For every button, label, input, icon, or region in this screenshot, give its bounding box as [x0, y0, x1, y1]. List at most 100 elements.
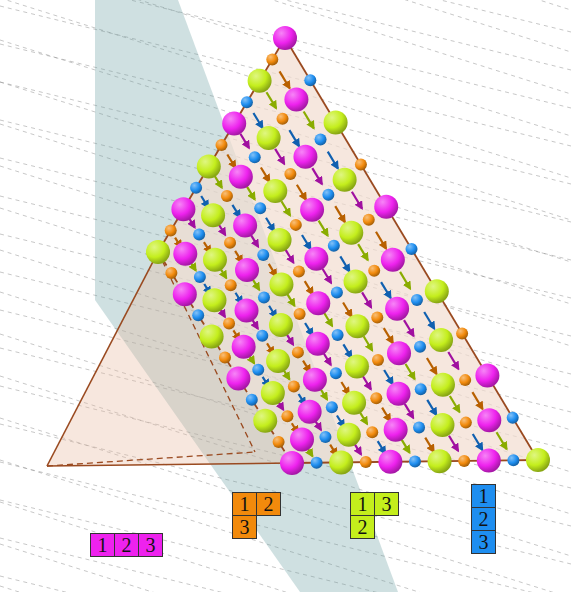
sphere [290, 427, 314, 451]
lattice-arrows [175, 71, 507, 456]
sphere [248, 69, 272, 93]
sphere [304, 74, 316, 86]
sphere [253, 409, 277, 433]
sphere [507, 454, 519, 466]
sphere [430, 413, 454, 437]
sphere [173, 242, 197, 266]
sphere [371, 311, 383, 323]
sphere [192, 309, 204, 321]
sphere [413, 421, 425, 433]
sphere [326, 401, 338, 413]
sphere [222, 112, 246, 136]
sphere [165, 267, 177, 279]
sphere [429, 328, 453, 352]
sphere [370, 392, 382, 404]
sphere [146, 240, 170, 264]
sphere [268, 228, 292, 252]
sphere [331, 286, 343, 298]
sphere [221, 190, 233, 202]
sphere [431, 373, 455, 397]
tableau-cell: 3 [232, 515, 257, 539]
sphere [241, 96, 253, 108]
sphere [223, 317, 235, 329]
sphere [273, 26, 297, 50]
sphere [328, 240, 340, 252]
sphere [303, 368, 327, 392]
sphere [201, 203, 225, 227]
sphere [257, 126, 281, 150]
sphere [249, 151, 261, 163]
sphere [254, 202, 266, 214]
sphere [292, 346, 304, 358]
sphere [322, 189, 334, 201]
sphere [193, 229, 205, 241]
sphere [284, 168, 296, 180]
young-tableau: 123 [90, 533, 163, 557]
sphere [460, 417, 472, 429]
sphere [173, 282, 197, 306]
sphere [477, 408, 501, 432]
sphere [526, 448, 550, 472]
sphere [277, 113, 289, 125]
sphere [197, 154, 221, 178]
sphere [273, 436, 285, 448]
sphere [294, 308, 306, 320]
sphere [387, 341, 411, 365]
sphere [165, 225, 177, 237]
sphere [355, 159, 367, 171]
sphere [200, 324, 224, 348]
sphere [225, 279, 237, 291]
sphere [171, 197, 195, 221]
sphere [304, 247, 328, 271]
tableau-cell: 3 [138, 533, 163, 557]
sphere [477, 449, 501, 473]
sphere [258, 292, 270, 304]
sphere [284, 87, 308, 111]
sphere [315, 134, 327, 146]
sphere [246, 394, 258, 406]
sphere [202, 288, 226, 312]
sphere [384, 418, 408, 442]
sphere [475, 364, 499, 388]
sphere [281, 410, 293, 422]
sphere [332, 329, 344, 341]
simplex-face [158, 38, 538, 463]
sphere [428, 449, 452, 473]
sphere [456, 327, 468, 339]
sphere [261, 381, 285, 405]
sphere [288, 380, 300, 392]
sphere [224, 237, 236, 249]
sphere [415, 383, 427, 395]
sphere [330, 367, 342, 379]
sphere [232, 335, 256, 359]
sphere [387, 382, 411, 406]
sphere [363, 214, 375, 226]
sphere [280, 451, 304, 475]
sphere [300, 198, 324, 222]
sphere [306, 332, 330, 356]
sphere [406, 243, 418, 255]
tableau-cell: 1 [350, 492, 375, 516]
sphere [366, 426, 378, 438]
young-tableau: 123 [471, 484, 496, 554]
sphere [409, 456, 421, 468]
sphere [329, 450, 353, 474]
tableau-cell: 3 [374, 492, 399, 516]
sphere [269, 273, 293, 297]
sphere [235, 258, 259, 282]
sphere [203, 248, 227, 272]
sphere [293, 145, 317, 169]
sphere [411, 294, 423, 306]
tableau-cell: 3 [471, 530, 496, 554]
sphere [333, 168, 357, 192]
sphere [368, 265, 380, 277]
sphere [256, 330, 268, 342]
sphere [339, 221, 363, 245]
sphere [266, 53, 278, 65]
sphere [252, 364, 264, 376]
sphere [337, 423, 361, 447]
sphere [381, 248, 405, 272]
tableau-cell: 1 [90, 533, 115, 557]
